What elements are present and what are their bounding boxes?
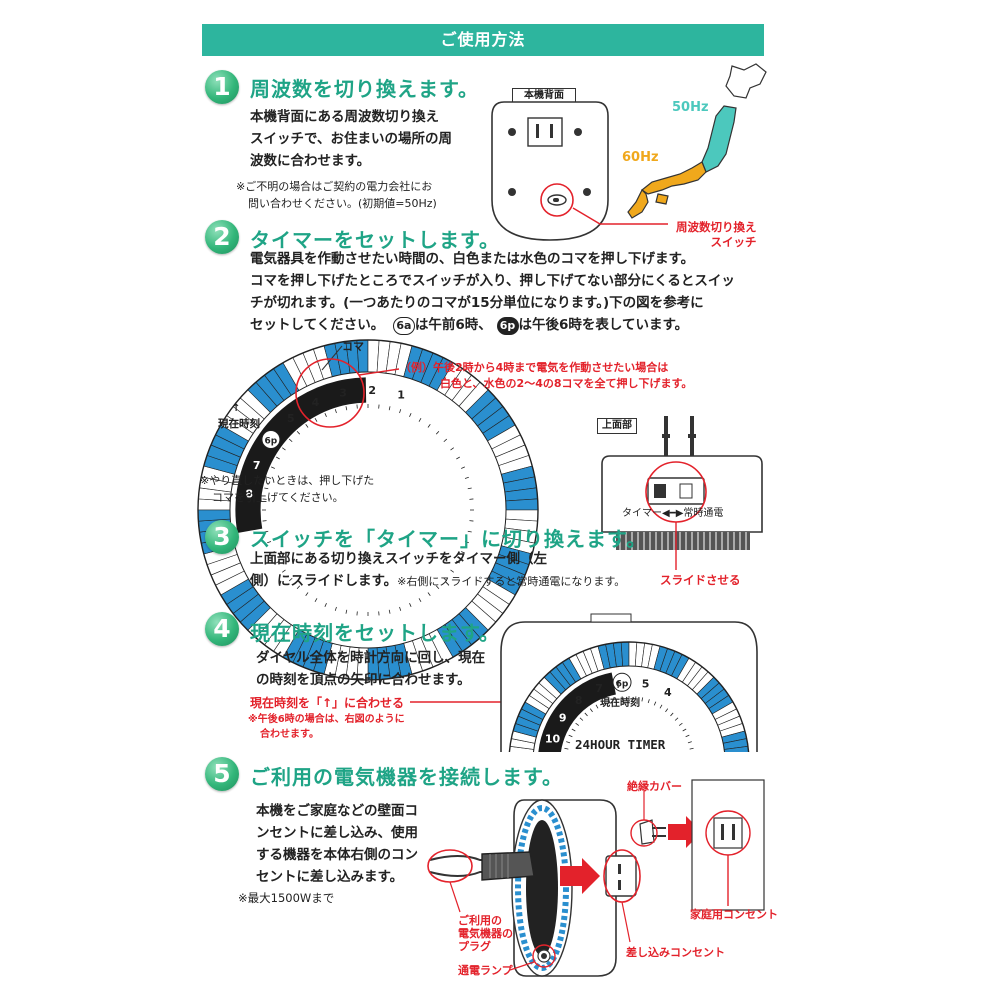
section-header: ご使用方法 (202, 24, 764, 56)
hz50-label: 50Hz (672, 100, 709, 115)
cover-label: 絶縁カバー (627, 780, 682, 793)
switch-direction-text: タイマー◀━▶常時通電 (622, 508, 724, 519)
step-3-title: スイッチを「タイマー」に切り換えます。 (250, 527, 647, 551)
badge-6a: 6a (392, 317, 415, 335)
align-note: ※午後6時の場合は、右図のように合わせます。 (248, 714, 405, 740)
switch-callout (540, 183, 668, 225)
svg-text:10: 10 (545, 733, 561, 746)
koma-pointer (321, 345, 343, 371)
svg-text:8: 8 (575, 694, 583, 707)
device-back-illustration (491, 101, 609, 241)
example-callout (295, 358, 400, 428)
timer-dial-example: 8 7 6p 5 4 3 2 1 (197, 339, 539, 681)
step-4-title: 現在時刻をセットします。 (250, 621, 500, 645)
freq-switch-label: 周波数切り換えスイッチ (676, 220, 757, 249)
redo-note: ※やり直したいときは、押し下げたコマを引上げてください。 (200, 474, 375, 504)
up-arrow-icon-2: ↑ (614, 680, 623, 691)
plug-label: ご利用の電気機器のプラグ (458, 914, 513, 953)
svg-text:7: 7 (253, 459, 261, 472)
hz60-label: 60Hz (622, 150, 659, 165)
step-3-note: ※右側にスライドすると常時通電になります。 (397, 575, 626, 588)
svg-text:5: 5 (287, 412, 295, 425)
slide-label: スライドさせる (660, 573, 741, 587)
inlet-label: 差し込みコンセント (626, 946, 725, 959)
svg-text:4: 4 (312, 396, 320, 409)
step-2-body: 電気器具を作動させたい時間の、白色または水色のコマを押し下げます。コマを押し下げ… (250, 251, 735, 335)
step-3-body: 上面部にある切り換えスイッチをタイマー側（左 側）にスライドします。※右側にスラ… (250, 551, 626, 589)
svg-text:5: 5 (642, 678, 650, 691)
step-3-badge: 3 (205, 520, 239, 554)
top-view-label: 上面部 (597, 418, 637, 434)
japan-map-icon (627, 63, 767, 219)
step-1-note: ※ご不明の場合はご契約の電力会社にお問い合わせください。(初期値=50Hz) (236, 180, 437, 210)
step-2-title: タイマーをセットします。 (250, 228, 500, 252)
svg-text:8: 8 (245, 487, 253, 500)
svg-text:9: 9 (559, 711, 567, 724)
home-outlet-label: 家庭用コンセント (690, 908, 778, 921)
step-4-badge: 4 (205, 612, 239, 646)
step-1-title: 周波数を切り換えます。 (250, 77, 479, 101)
step-1-badge: 1 (205, 70, 239, 104)
device-connection-illustration (427, 779, 765, 977)
svg-text:3: 3 (339, 387, 347, 400)
current-time-label: 現在時刻 (218, 418, 260, 430)
timer-brand: 24HOUR TIMER (575, 737, 666, 752)
current-time-label-2: 現在時刻 (600, 698, 640, 709)
step-4-body: ダイヤル全体を時計方向に回し、現在の時刻を頂点の矢印に合わせます。 (256, 650, 486, 688)
svg-text:7: 7 (595, 682, 603, 695)
step-5-note: ※最大1500Wまで (238, 891, 335, 905)
svg-text:6p: 6p (265, 436, 278, 446)
svg-text:2: 2 (368, 384, 376, 397)
step-2-badge: 2 (205, 220, 239, 254)
step-5-badge: 5 (205, 757, 239, 791)
svg-text:4: 4 (664, 686, 672, 699)
up-arrow-icon: ↑ (232, 403, 241, 414)
step-5-title: ご利用の電気機器を接続します。 (250, 765, 563, 789)
svg-text:1: 1 (397, 389, 405, 402)
align-label: 現在時刻を「↑」に合わせる (250, 696, 405, 710)
step-1-body: 本機背面にある周波数切り換えスイッチで、お住まいの場所の周波数に合わせます。 (250, 109, 452, 169)
koma-label: コマ (342, 340, 364, 353)
lamp-label: 通電ランプ (458, 964, 513, 977)
example-text: （例）午後2時から4時まで電気を作動させたい場合は白色と、水色の2～4の8コマを… (400, 361, 693, 390)
svg-text:6p: 6p (616, 679, 629, 689)
step-5-body: 本機をご家庭などの壁面コンセントに差し込み、使用する機器を本体右側のコンセントに… (256, 803, 418, 885)
device-top-illustration (601, 416, 763, 570)
badge-6p: 6p (496, 317, 519, 335)
